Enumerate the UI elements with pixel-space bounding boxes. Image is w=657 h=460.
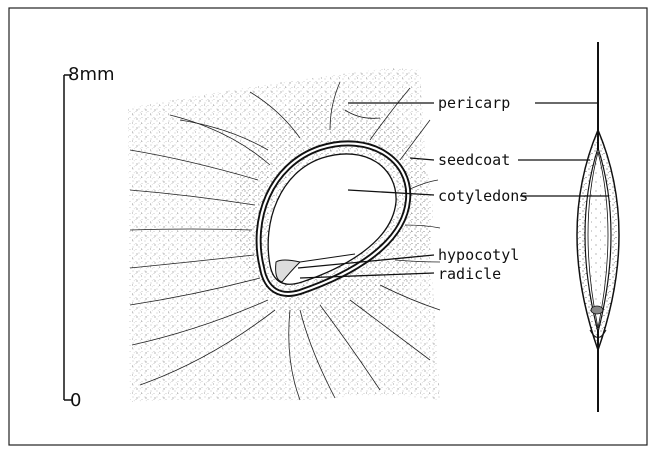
scale-bar: 8mm 0: [64, 64, 115, 411]
label-pericarp: pericarp: [438, 94, 510, 112]
seed-side-view: [577, 42, 619, 412]
label-hypocotyl: hypocotyl: [438, 246, 519, 264]
label-radicle: radicle: [438, 265, 501, 283]
scale-top-label: 8mm: [68, 64, 115, 85]
scale-bottom-label: 0: [70, 390, 81, 411]
label-seedcoat: seedcoat: [438, 151, 510, 169]
label-cotyledons: cotyledons: [438, 187, 528, 205]
